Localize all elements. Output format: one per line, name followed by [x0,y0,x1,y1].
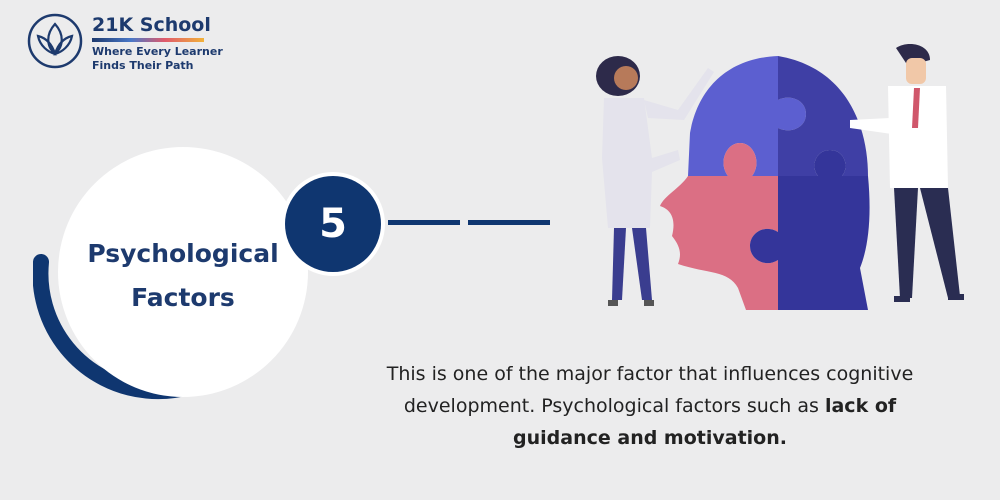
brand-name: 21K School [92,14,211,36]
brand-color-bar [92,38,204,42]
brand-tagline-1: Where Every Learner [92,45,223,58]
factor-description: This is one of the major factor that inf… [355,358,945,454]
puzzle-piece-top-right [778,56,868,176]
description-bold: lack of guidance and motivation. [513,395,897,449]
person-left [596,56,714,306]
number-badge: 5 [285,176,381,272]
connector-dash [468,220,550,225]
description-text: This is one of the major factor that inf… [386,363,914,417]
brand-tagline-2: Finds Their Path [92,59,194,72]
brand-text: 21K School Where Every Learner Finds The… [92,14,223,73]
puzzle-head-illustration [596,44,964,310]
factor-title-line2: Factors [131,283,235,312]
puzzle-piece-bottom-right [750,150,870,310]
person-right [850,44,964,302]
title-circle [58,147,308,397]
factor-title: Psychological Factors [58,232,308,320]
brand-logo[interactable]: 21K School Where Every Learner Finds The… [26,12,223,73]
lotus-icon [27,13,83,69]
connector-dash [388,220,460,225]
puzzle-piece-bottom-left [660,143,778,310]
factor-title-line1: Psychological [87,239,279,268]
puzzle-piece-top-left [688,56,806,176]
